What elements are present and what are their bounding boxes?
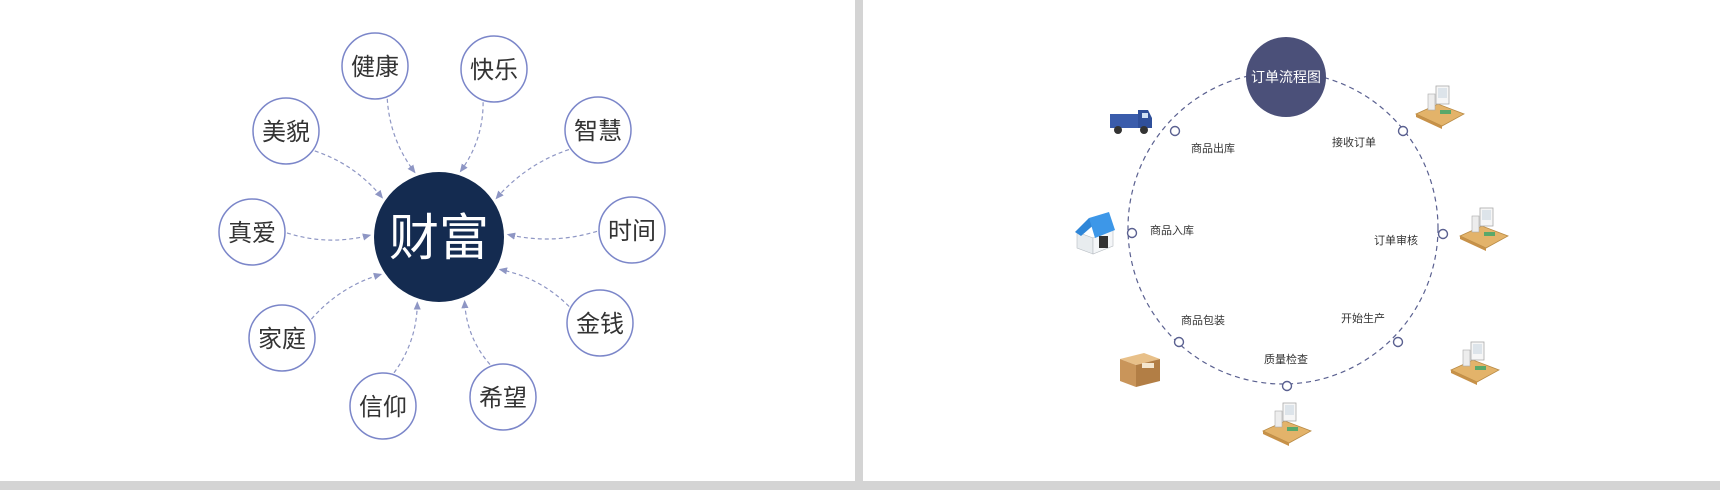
flow-step-marker (1437, 228, 1449, 240)
node-label: 时间 (608, 217, 656, 245)
connector-arrow (386, 98, 416, 174)
desk-computer-icon (1415, 85, 1465, 129)
flow-step-label: 商品出库 (1191, 141, 1235, 155)
connector-group (286, 98, 598, 374)
node-label: 希望 (479, 384, 527, 412)
node-circle (598, 196, 666, 264)
node-circle (564, 96, 632, 164)
node-circle (566, 289, 634, 357)
node-label: 智慧 (574, 117, 622, 145)
center-label: 财富 (389, 209, 489, 267)
node-circle (252, 97, 320, 165)
node-label: 家庭 (258, 325, 306, 353)
flow-step-marker (1392, 336, 1404, 348)
mindmap-node: 快乐 (460, 35, 528, 103)
mindmap-node: 健康 (341, 32, 409, 100)
cardboard-box-icon (1120, 353, 1160, 387)
node-label: 真爱 (228, 219, 276, 247)
flow-title-node: 订单流程图 (1246, 37, 1326, 117)
warehouse-icon (1075, 212, 1115, 255)
node-circle (341, 32, 409, 100)
flow-step-marker (1173, 336, 1185, 348)
mindmap-node: 家庭 (248, 304, 316, 372)
delivery-truck-icon (1110, 110, 1152, 134)
connector-arrow (393, 301, 421, 374)
flow-title-circle (1246, 37, 1326, 117)
slide-wealth-mindmap: 健康 快乐智慧时间金钱希望 信仰 家庭 真爱 美貌 财富 (0, 0, 855, 481)
center-circle (374, 172, 504, 302)
desk-computer-icon (1262, 402, 1312, 446)
flow-icons (1075, 85, 1509, 446)
desk-computer-icon (1459, 207, 1509, 251)
node-label: 信仰 (359, 393, 407, 421)
flow-step-label: 开始生产 (1341, 311, 1385, 325)
mindmap-node: 金钱 (566, 289, 634, 357)
connector-arrow (314, 150, 384, 199)
flow-step-marker (1397, 125, 1409, 137)
flow-step-label: 质量检查 (1264, 352, 1308, 366)
flow-title-label: 订单流程图 (1251, 70, 1321, 86)
mindmap-node: 真爱 (218, 198, 286, 266)
connector-arrow (310, 272, 383, 320)
mindmap-node: 智慧 (564, 96, 632, 164)
flow-step-marker (1169, 125, 1181, 137)
mindmap-node: 信仰 (349, 372, 417, 440)
mindmap-node: 希望 (469, 363, 537, 431)
node-circle (460, 35, 528, 103)
connector-arrow (498, 267, 570, 307)
flow-step-marker (1126, 227, 1138, 239)
slide-order-flow: 接收订单订单审核开始生产质量检查 商品包装 商品入库 商品出库 订单流程图 (863, 0, 1720, 481)
flow-step-label: 商品包装 (1181, 313, 1225, 327)
flow-step-label: 接收订单 (1332, 135, 1376, 149)
connector-arrow (461, 299, 491, 365)
node-circle (248, 304, 316, 372)
connector-arrow (459, 102, 484, 173)
mindmap-node: 时间 (598, 196, 666, 264)
node-circle (218, 198, 286, 266)
flow-step-label: 订单审核 (1374, 233, 1418, 247)
connector-arrow (286, 232, 372, 241)
connector-arrow (495, 148, 570, 200)
desk-computer-icon (1450, 341, 1500, 385)
node-label: 快乐 (470, 56, 518, 84)
center-node: 财富 (374, 172, 504, 302)
node-circle (469, 363, 537, 431)
connector-arrow (506, 230, 598, 240)
node-label: 健康 (351, 53, 399, 81)
node-circle (349, 372, 417, 440)
mindmap-node: 美貌 (252, 97, 320, 165)
flow-step-label: 商品入库 (1150, 223, 1194, 237)
flow-step-marker (1281, 380, 1293, 392)
node-label: 美貌 (262, 118, 310, 146)
node-label: 金钱 (576, 310, 624, 338)
